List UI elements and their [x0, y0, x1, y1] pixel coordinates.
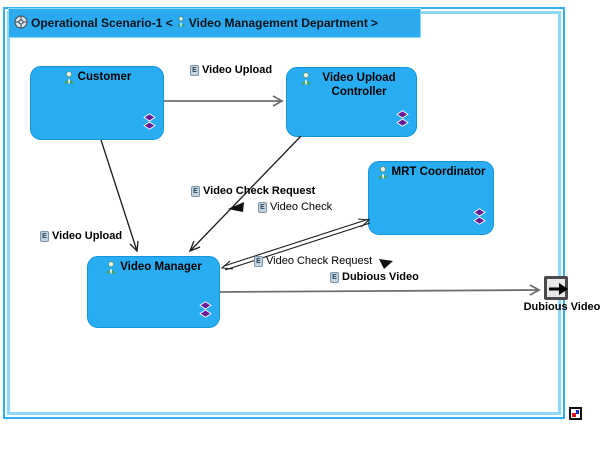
actor-icon [105, 261, 117, 277]
frame-marker-icon[interactable] [569, 407, 582, 420]
edge-label-video-upload-top[interactable]: E Video Upload [190, 64, 272, 76]
exchange-item-icon: E [191, 185, 200, 197]
entity-mrt-coordinator[interactable]: MRT Coordinator [368, 161, 494, 235]
collapse-diamonds-icon [199, 301, 212, 323]
entity-name: Video Manager [120, 261, 202, 273]
exchange-item-icon: E [190, 64, 199, 76]
entity-video-manager[interactable]: Video Manager [87, 256, 220, 328]
scenario-icon [14, 15, 28, 32]
edge-label-video-check[interactable]: E Video Check [258, 201, 332, 213]
port-label: Dubious Video [523, 301, 601, 313]
edge-label-text: Video Upload [52, 230, 123, 242]
diagram-title-entity: Video Management Department [188, 16, 368, 30]
entity-name: MRT Coordinator [391, 166, 486, 178]
marker-blue-dot [576, 410, 579, 414]
output-port-dubious-video[interactable] [544, 276, 568, 300]
diagram-title-bar[interactable]: Operational Scenario-1 < Video Managemen… [8, 8, 421, 38]
actor-icon [300, 72, 312, 88]
collapse-diamonds-icon [143, 113, 156, 135]
edge-label-text: Video Check [270, 201, 333, 213]
actor-icon [63, 71, 75, 87]
exchange-item-icon: E [40, 230, 49, 242]
edge-label-text: Video Upload [202, 64, 273, 76]
entity-header: Customer [31, 71, 163, 87]
diagram-title-suffix: > [370, 16, 378, 30]
entity-name: Customer [77, 71, 132, 83]
edge-label-video-upload-left[interactable]: E Video Upload [40, 230, 122, 242]
entity-header: Video Upload Controller [287, 72, 416, 100]
diagram-title-text: Operational Scenario-1 < [31, 16, 173, 30]
exchange-item-icon: E [330, 271, 339, 283]
collapse-diamonds-icon [473, 208, 486, 230]
entity-icon [176, 16, 186, 30]
edge-label-dubious-video[interactable]: E Dubious Video [330, 271, 419, 283]
edge-label-text: Video Check Request [266, 255, 373, 267]
marker-red-dot [572, 413, 576, 417]
exchange-item-icon: E [254, 255, 263, 267]
edge-label-text: Video Check Request [203, 185, 316, 197]
edge-label-video-check-request-lower[interactable]: E Video Check Request [254, 255, 372, 267]
entity-header: MRT Coordinator [369, 166, 493, 182]
entity-customer[interactable]: Customer [30, 66, 164, 140]
entity-name: Video Upload Controller [322, 72, 396, 98]
exit-arrow-icon [549, 283, 568, 295]
entity-video-upload-controller[interactable]: Video Upload Controller [286, 67, 417, 137]
collapse-diamonds-icon [396, 110, 409, 132]
entity-header: Video Manager [88, 261, 219, 277]
edge-label-video-check-request-upper[interactable]: E Video Check Request [191, 185, 315, 197]
exchange-item-icon: E [258, 201, 267, 213]
edge-label-text: Dubious Video [342, 271, 419, 283]
actor-icon [377, 166, 389, 182]
